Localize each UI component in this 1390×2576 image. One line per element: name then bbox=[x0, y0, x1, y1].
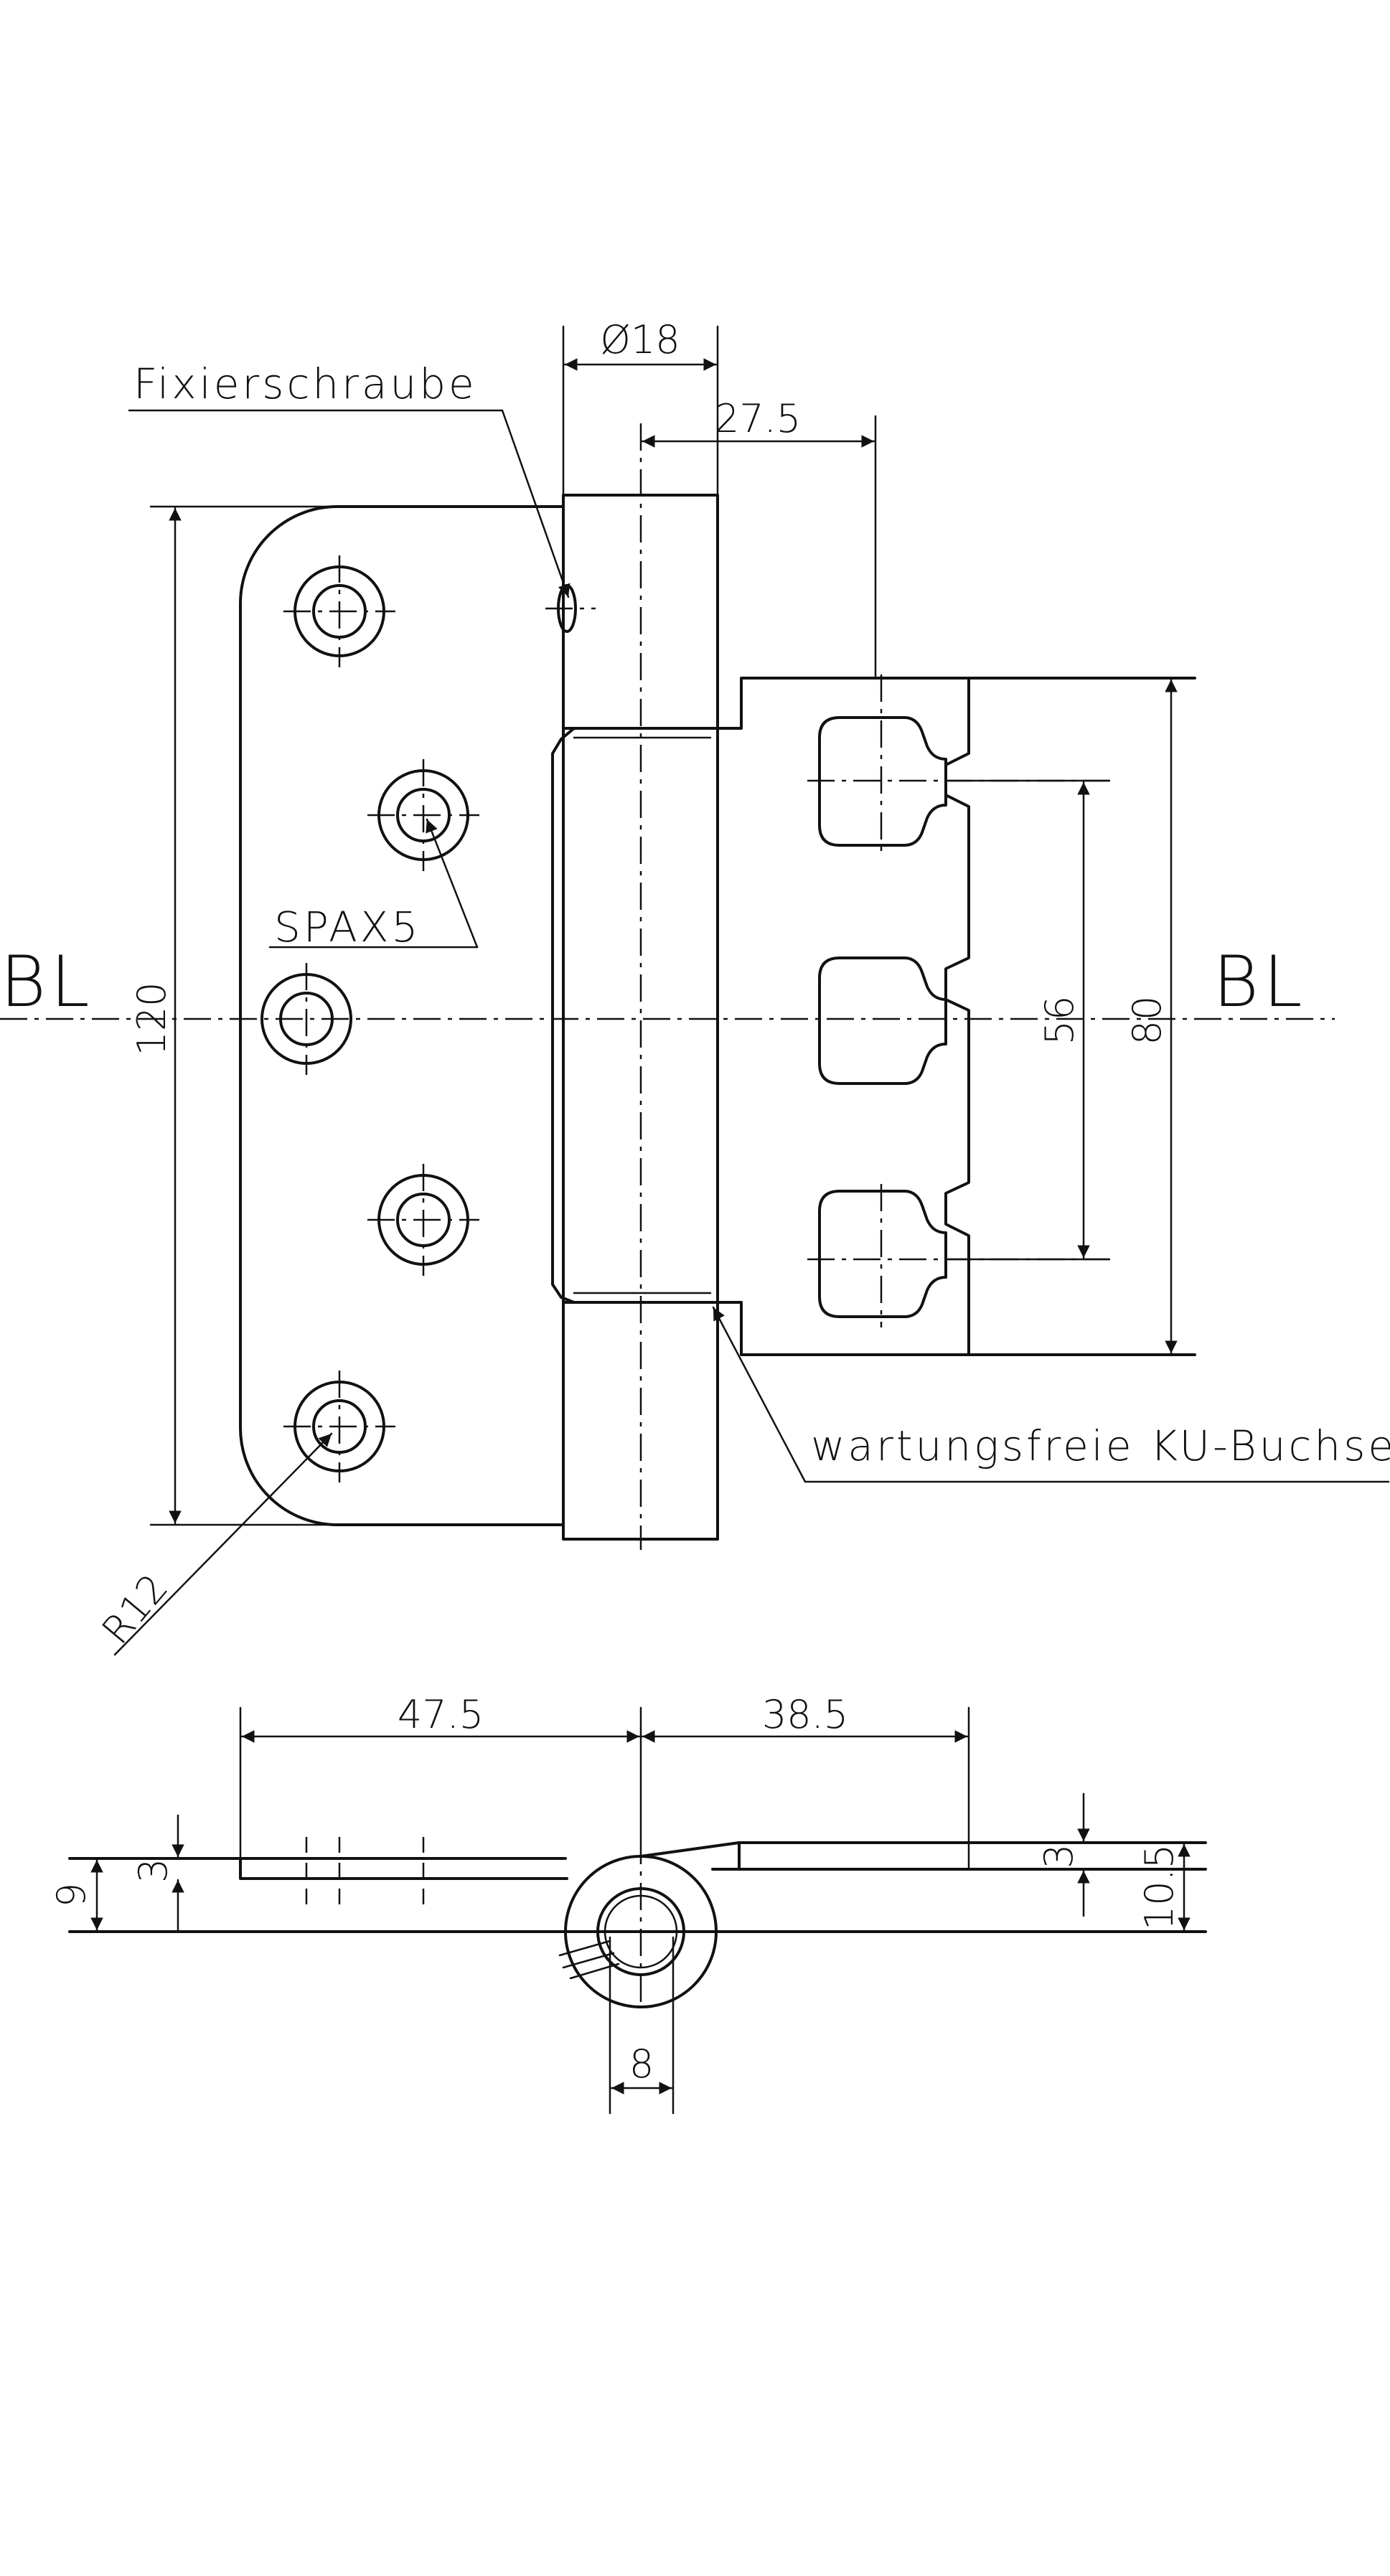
front-dimensions: Ø18 27.5 120 56 80 bbox=[129, 317, 1196, 1526]
thick-3-right-dimension: 3 bbox=[1036, 1844, 1081, 1868]
screw-hole bbox=[367, 1164, 479, 1276]
screw-hole bbox=[283, 555, 395, 667]
screw-hole bbox=[367, 759, 479, 871]
pin-diameter-dimension: Ø18 bbox=[600, 317, 680, 362]
front-view bbox=[0, 423, 1335, 1550]
bore-8-dimension: 8 bbox=[629, 2041, 654, 2087]
right-leaf-edge bbox=[944, 677, 970, 1356]
left-leaf-plan bbox=[177, 1857, 568, 1880]
width-475-dimension: 47.5 bbox=[398, 1692, 484, 1737]
height-105-dimension: 10.5 bbox=[1137, 1844, 1182, 1930]
height-80-dimension: 80 bbox=[1124, 996, 1170, 1045]
right-leaf-plan bbox=[639, 1841, 1207, 1871]
bl-right-label: BL bbox=[1213, 941, 1307, 1023]
keyhole-slot bbox=[818, 1190, 947, 1318]
fixierschraube-label: Fixierschraube bbox=[133, 359, 477, 408]
offset-dimension: 27.5 bbox=[715, 396, 801, 441]
spax-label: SPAX5 bbox=[274, 903, 421, 951]
radius-label: R12 bbox=[93, 1565, 177, 1653]
left-leaf-outline bbox=[239, 505, 565, 1526]
width-385-dimension: 38.5 bbox=[762, 1692, 848, 1737]
keyhole-slot bbox=[818, 956, 947, 1085]
screw-hole bbox=[283, 1371, 395, 1482]
height-120-dimension: 120 bbox=[129, 982, 174, 1056]
plan-dimensions: 47.5 38.5 3 9 3 10.5 8 bbox=[49, 1692, 1191, 2115]
right-leaf-outline bbox=[716, 677, 1196, 1356]
keyhole-slot bbox=[818, 716, 947, 847]
plan-view bbox=[68, 1837, 1207, 2009]
height-56-dimension: 56 bbox=[1037, 996, 1082, 1045]
thick-3-left-dimension: 3 bbox=[131, 1858, 176, 1883]
bl-left-label: BL bbox=[0, 941, 94, 1023]
front-notes: Fixierschraube SPAX5 wartungsfreie KU-Bu… bbox=[0, 359, 1390, 1656]
thick-9-dimension: 9 bbox=[49, 1883, 94, 1907]
buchse-label: wartungsfreie KU-Buchse bbox=[811, 1421, 1390, 1470]
